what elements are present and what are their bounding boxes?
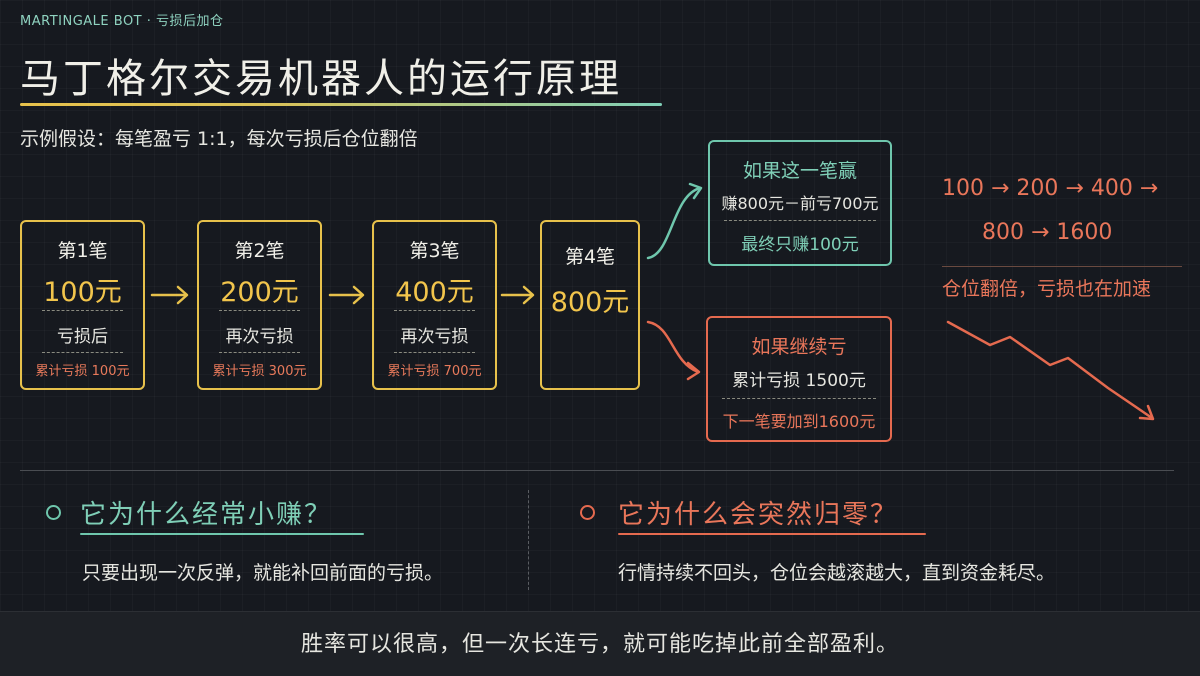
loss-branch-box: 如果继续亏 累计亏损 1500元 下一笔要加到1600元 bbox=[706, 316, 892, 442]
trade-divider bbox=[394, 352, 475, 353]
win-branch-title: 如果这一笔赢 bbox=[742, 160, 857, 182]
trade-box-3: 第3笔 400元 再次亏损 累计亏损 700元 bbox=[372, 220, 497, 390]
trade-divider bbox=[42, 310, 123, 311]
summary-text: 胜率可以很高，但一次长连亏，就可能吃掉此前全部盈利。 bbox=[300, 632, 899, 657]
title-underline bbox=[20, 103, 662, 106]
trade-label: 第2笔 bbox=[234, 240, 285, 262]
circle-icon bbox=[580, 505, 595, 520]
right-arrow-icon bbox=[328, 285, 365, 305]
right-arrow-icon bbox=[150, 285, 189, 305]
trade-divider bbox=[394, 310, 475, 311]
why-small-wins-underline bbox=[80, 533, 364, 535]
trade-status: 再次亏损 bbox=[400, 327, 469, 347]
win-branch-detail: 赚800元－前亏700元 bbox=[721, 194, 879, 213]
down-curve-arrow-icon bbox=[646, 320, 701, 381]
sequence-divider bbox=[942, 266, 1182, 267]
trade-cumulative-loss: 累计亏损 700元 bbox=[387, 364, 482, 379]
up-curve-arrow-icon bbox=[646, 182, 703, 260]
why-small-wins-title: 它为什么经常小赚？ bbox=[80, 500, 333, 530]
column-divider bbox=[528, 490, 529, 590]
loss-branch-title: 如果继续亏 bbox=[751, 336, 847, 358]
trade-divider bbox=[42, 352, 123, 353]
win-branch-box: 如果这一笔赢 赚800元－前亏700元 最终只赚100元 bbox=[708, 140, 892, 266]
summary-band bbox=[0, 611, 1200, 676]
trade-box-4: 第4笔 800元 bbox=[540, 220, 640, 390]
loss-branch-result: 下一笔要加到1600元 bbox=[722, 412, 876, 431]
win-branch-result: 最终只赚100元 bbox=[741, 235, 859, 255]
loss-branch-detail: 累计亏损 1500元 bbox=[732, 371, 866, 391]
sequence-line-2: 800 → 1600 bbox=[982, 220, 1113, 245]
trade-amount: 200元 bbox=[220, 277, 299, 308]
trade-label: 第1笔 bbox=[57, 240, 108, 262]
trade-divider bbox=[219, 310, 300, 311]
sequence-line-1: 100 → 200 → 400 → bbox=[942, 176, 1159, 201]
circle-icon bbox=[46, 505, 61, 520]
subtitle: 示例假设：每笔盈亏 1:1，每次亏损后仓位翻倍 bbox=[20, 128, 418, 150]
sequence-note: 仓位翻倍，亏损也在加速 bbox=[942, 278, 1152, 300]
trade-label: 第4笔 bbox=[564, 246, 616, 268]
trade-box-1: 第1笔 100元 亏损后 累计亏损 100元 bbox=[20, 220, 145, 390]
zigzag-decline-arrow-icon bbox=[946, 320, 1155, 421]
trade-cumulative-loss: 累计亏损 300元 bbox=[212, 364, 307, 379]
trade-amount: 400元 bbox=[395, 277, 474, 308]
trade-box-2: 第2笔 200元 再次亏损 累计亏损 300元 bbox=[197, 220, 322, 390]
why-zero-underline bbox=[618, 533, 926, 535]
header-tag: MARTINGALE BOT · 亏损后加仓 bbox=[20, 14, 224, 29]
trade-divider bbox=[219, 352, 300, 353]
loss-branch-divider bbox=[722, 398, 876, 399]
why-zero-desc: 行情持续不回头，仓位会越滚越大，直到资金耗尽。 bbox=[618, 562, 1056, 584]
trade-amount: 100元 bbox=[43, 277, 122, 308]
trade-status: 再次亏损 bbox=[225, 327, 294, 347]
right-arrow-icon bbox=[500, 285, 535, 305]
trade-status: 亏损后 bbox=[57, 327, 108, 347]
trade-label: 第3笔 bbox=[409, 240, 460, 262]
trade-cumulative-loss: 累计亏损 100元 bbox=[35, 364, 130, 379]
section-divider bbox=[20, 470, 1174, 471]
page-title: 马丁格尔交易机器人的运行原理 bbox=[20, 56, 622, 102]
win-branch-divider bbox=[724, 220, 876, 221]
why-zero-title: 它为什么会突然归零？ bbox=[618, 500, 899, 530]
trade-amount: 800元 bbox=[550, 287, 630, 318]
why-small-wins-desc: 只要出现一次反弹，就能补回前面的亏损。 bbox=[82, 562, 444, 584]
